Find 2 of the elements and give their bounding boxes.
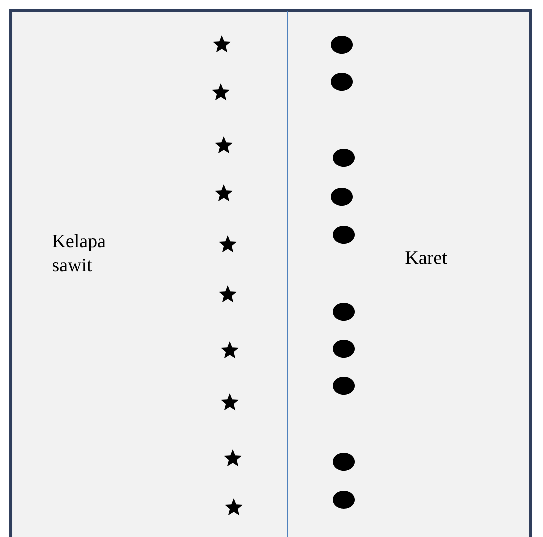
area-label: Kelapa sawit	[52, 234, 106, 272]
area-label: Karet	[406, 252, 448, 264]
